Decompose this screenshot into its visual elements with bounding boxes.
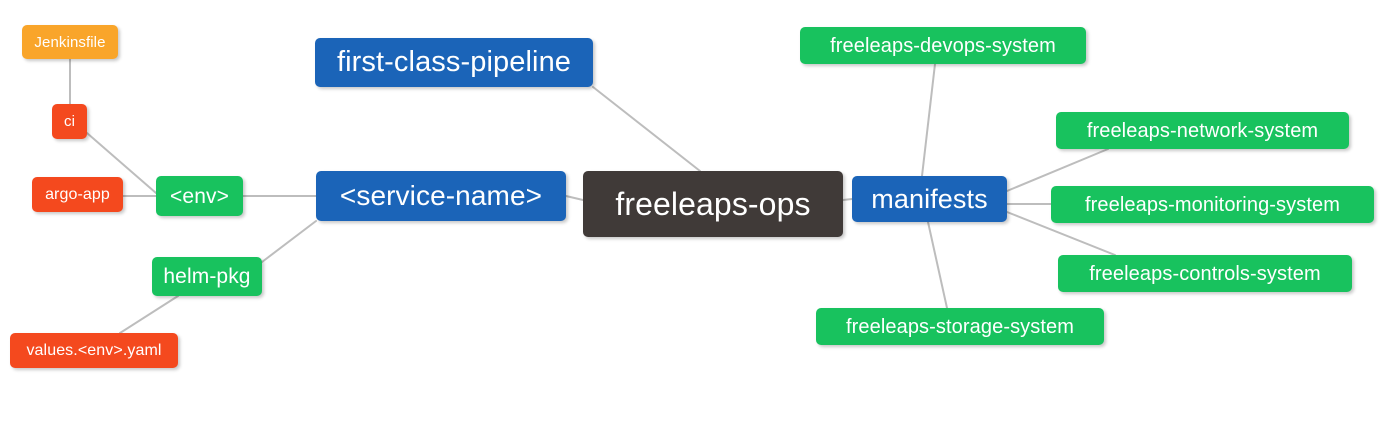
mindmap-node-freeleaps-controls-system[interactable]: freeleaps-controls-system [1058,255,1352,292]
mindmap-node-label: freeleaps-devops-system [830,34,1056,57]
edge-first-class-pipeline-to-freeleaps-ops [592,86,701,172]
mindmap-node-label: ci [63,113,76,130]
mindmap-node-label: freeleaps-network-system [1086,119,1319,142]
mindmap-node-label: <service-name> [339,180,543,211]
mindmap-node-freeleaps-monitoring-system[interactable]: freeleaps-monitoring-system [1051,186,1374,223]
mindmap-node-service-name[interactable]: <service-name> [316,171,566,221]
edge-service-name-to-freeleaps-ops [565,195,584,201]
mindmap-node-env[interactable]: <env> [156,176,243,216]
mindmap-node-first-class-pipeline[interactable]: first-class-pipeline [315,38,593,87]
mindmap-node-label: freeleaps-monitoring-system [1084,193,1340,216]
mindmap-node-ci[interactable]: ci [52,104,87,139]
mindmap-node-jenkinsfile[interactable]: Jenkinsfile [22,25,118,59]
edge-manifests-to-freeleaps-network-system [1006,148,1109,192]
edge-helm-pkg-to-values-yaml [119,295,179,334]
mindmap-node-manifests[interactable]: manifests [852,176,1007,222]
mindmap-node-label: <env> [170,184,229,208]
mindmap-node-helm-pkg[interactable]: helm-pkg [152,257,262,296]
mindmap-node-freeleaps-devops-system[interactable]: freeleaps-devops-system [800,27,1086,64]
mindmap-node-label: first-class-pipeline [336,46,572,78]
edge-manifests-to-freeleaps-devops-system [921,63,936,177]
mindmap-node-argo-app[interactable]: argo-app [32,177,123,212]
edge-manifests-to-freeleaps-storage-system [927,221,948,309]
mindmap-node-freeleaps-network-system[interactable]: freeleaps-network-system [1056,112,1349,149]
mindmap-node-freeleaps-ops[interactable]: freeleaps-ops [583,171,843,237]
mindmap-node-label: freeleaps-controls-system [1089,262,1321,285]
mindmap-node-label: helm-pkg [163,265,251,288]
edge-freeleaps-ops-to-manifests [842,198,853,201]
mindmap-node-label: Jenkinsfile [34,33,106,51]
mindmap-node-label: values.<env>.yaml [26,341,162,359]
mindmap-node-label: argo-app [45,185,110,203]
mindmap-node-label: manifests [871,183,988,214]
mindmap-node-freeleaps-storage-system[interactable]: freeleaps-storage-system [816,308,1104,345]
mindmap-node-label: freeleaps-storage-system [845,315,1075,338]
mindmap-node-values-yaml[interactable]: values.<env>.yaml [10,333,178,368]
mindmap-node-label: freeleaps-ops [615,186,811,222]
edge-service-name-to-helm-pkg [261,220,317,263]
